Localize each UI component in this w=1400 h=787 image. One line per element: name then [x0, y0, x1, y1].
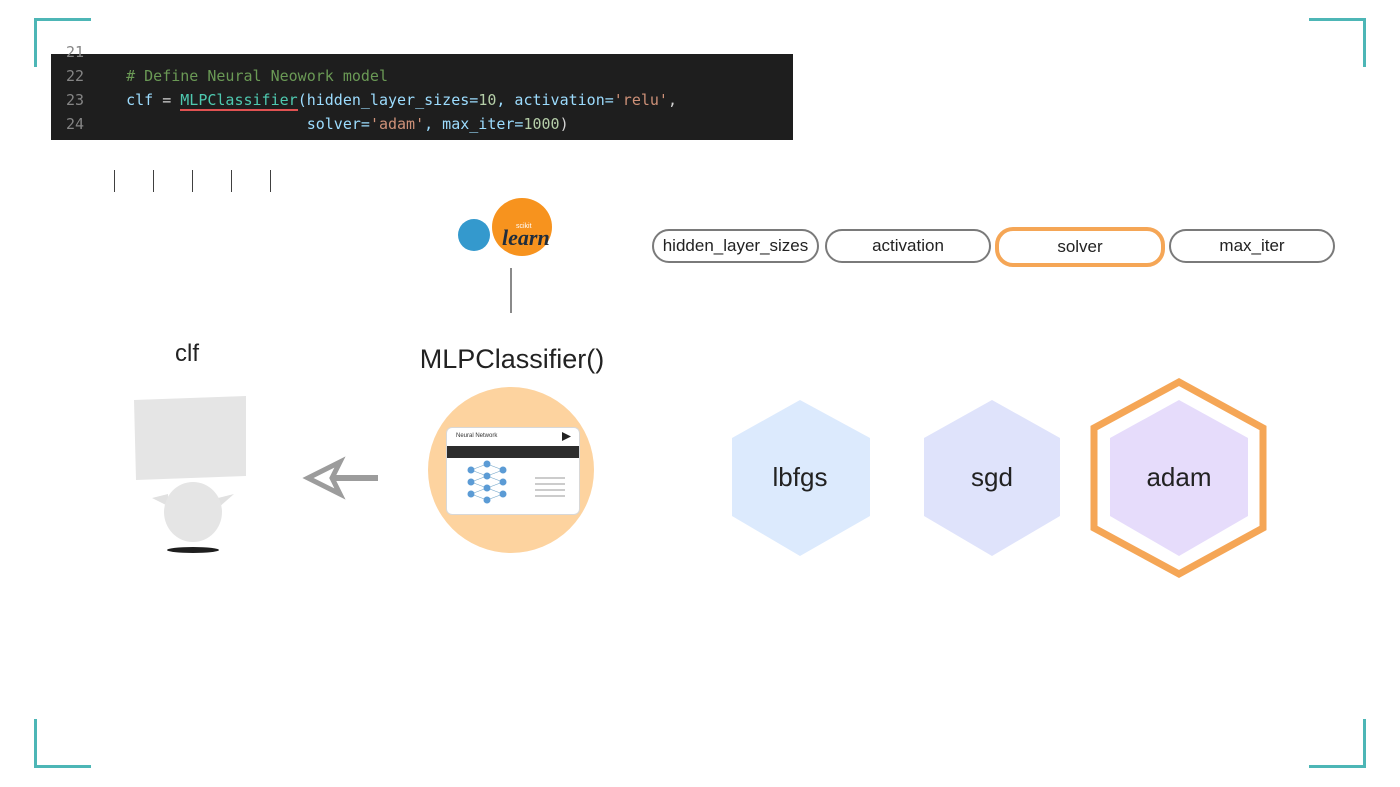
code-line: 21 — [51, 40, 99, 64]
corner-bottom-left — [34, 719, 91, 768]
hex-lbfgs[interactable] — [732, 400, 870, 556]
indent-guide — [231, 170, 232, 192]
scikit-learn-logo: scikit learn — [458, 198, 552, 256]
param-pill-activation[interactable]: activation — [825, 229, 991, 263]
hex-adam-label: adam — [1146, 462, 1211, 492]
corner-top-right — [1309, 18, 1366, 67]
hex-adam-highlight — [1090, 378, 1267, 578]
indent-guide — [114, 170, 115, 192]
hex-sgd[interactable] — [924, 400, 1060, 556]
code-params: solver= — [306, 115, 370, 133]
code-punct: , — [667, 91, 677, 109]
code-punct: ) — [559, 115, 569, 133]
connector-line — [510, 268, 512, 313]
nn-card-title: Neural Network — [456, 433, 498, 439]
code-operator: = — [153, 91, 181, 109]
arrow-left-icon — [302, 456, 378, 500]
param-pill-solver[interactable]: solver — [995, 227, 1165, 267]
code-class-name: MLPClassifier — [180, 91, 298, 111]
code-number: 1000 — [523, 115, 560, 133]
line-number: 22 — [65, 67, 85, 85]
code-params: (hidden_layer_sizes= — [297, 91, 479, 109]
indent-guide — [192, 170, 193, 192]
hex-lbfgs-label: lbfgs — [773, 462, 828, 492]
mlp-classifier-label: MLPClassifier() — [419, 344, 605, 374]
code-number: 10 — [478, 91, 497, 109]
figure-horn-left — [152, 494, 168, 506]
line-number: 21 — [65, 43, 85, 61]
code-comment: # Define Neural Neowork model — [126, 67, 388, 85]
logo-blue-blob — [458, 219, 490, 251]
hex-sgd-label: sgd — [971, 462, 1013, 492]
logo-small-text: scikit — [516, 223, 532, 230]
hex-adam[interactable] — [1110, 400, 1248, 556]
logo-orange-blob — [492, 198, 552, 256]
code-indent — [126, 115, 307, 133]
figure-horn-right — [218, 494, 234, 508]
solver-options: lbfgs sgd adam — [732, 378, 1267, 578]
code-string: 'adam' — [369, 115, 425, 133]
figure-screen — [134, 396, 246, 480]
nn-card-bar — [447, 446, 579, 458]
code-line: 23 clf = MLPClassifier(hidden_layer_size… — [51, 88, 677, 112]
code-string: 'relu' — [613, 91, 668, 109]
indent-guide — [153, 170, 154, 192]
neural-network-icon — [467, 460, 565, 504]
robot-figure-icon — [134, 396, 246, 553]
param-pill-hidden-layer-sizes[interactable]: hidden_layer_sizes — [652, 229, 819, 263]
code-line: 24 solver='adam', max_iter=1000) — [51, 112, 569, 136]
code-line: 22 # Define Neural Neowork model — [51, 64, 388, 88]
clf-label: clf — [175, 340, 199, 367]
figure-shadow — [167, 547, 219, 553]
logo-big-text: learn — [502, 225, 550, 250]
code-variable: clf — [126, 91, 154, 109]
corner-top-left — [34, 18, 91, 67]
figure-head — [164, 482, 222, 542]
neural-network-card: Neural Network — [446, 427, 580, 515]
code-snippet: 21 22 # Define Neural Neowork model 23 c… — [51, 43, 793, 192]
line-number: 24 — [65, 115, 85, 133]
play-icon — [562, 432, 571, 441]
param-pill-max-iter[interactable]: max_iter — [1169, 229, 1335, 263]
line-number: 23 — [65, 91, 85, 109]
code-params: , activation= — [496, 91, 614, 109]
indent-guide — [270, 170, 271, 192]
code-params: , max_iter= — [424, 115, 524, 133]
corner-bottom-right — [1309, 719, 1366, 768]
